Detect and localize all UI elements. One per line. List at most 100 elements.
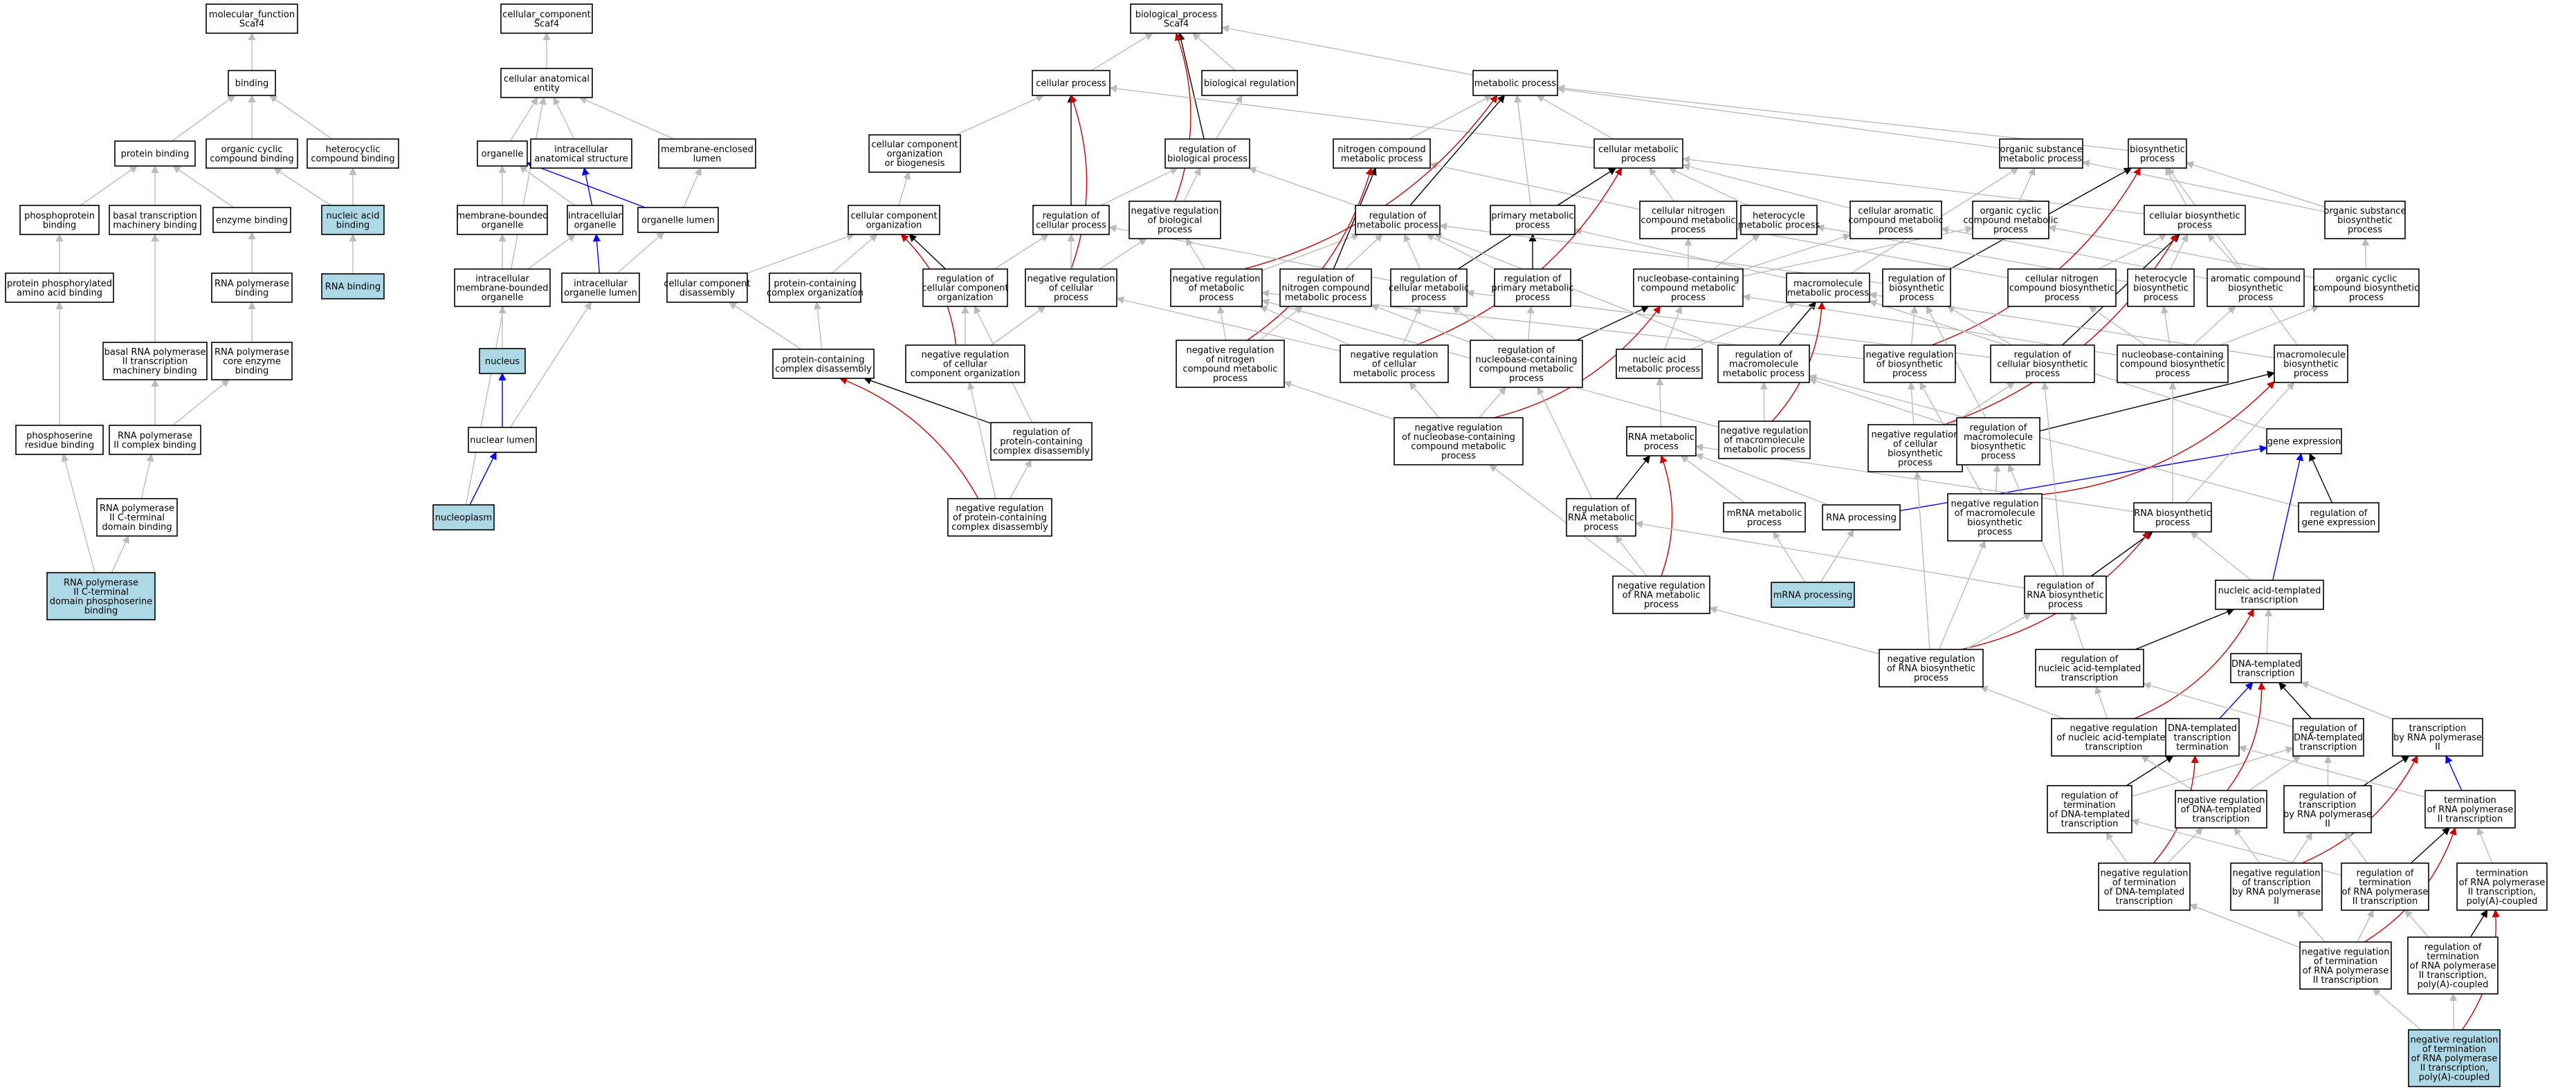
term-box[interactable] xyxy=(530,138,632,169)
term-box[interactable] xyxy=(1494,268,1571,307)
go-term-node[interactable]: metabolic process xyxy=(1472,70,1558,96)
term-box[interactable] xyxy=(567,205,623,235)
go-term-node[interactable]: RNA processing xyxy=(1822,504,1901,530)
go-term-node[interactable]: nucleoplasm xyxy=(432,504,495,530)
term-box[interactable] xyxy=(666,272,748,303)
term-box[interactable] xyxy=(1612,575,1710,614)
term-box[interactable] xyxy=(457,205,548,235)
term-box[interactable] xyxy=(1025,268,1117,307)
term-box[interactable] xyxy=(1863,344,1956,383)
term-box[interactable] xyxy=(2175,790,2267,829)
term-box[interactable] xyxy=(2035,649,2144,687)
go-term-node[interactable]: organelle lumen xyxy=(637,207,719,233)
term-box[interactable] xyxy=(205,3,298,34)
term-box[interactable] xyxy=(2230,653,2302,683)
term-box[interactable] xyxy=(15,425,104,455)
term-box[interactable] xyxy=(454,268,551,307)
term-box[interactable] xyxy=(1490,205,1575,235)
term-box-annotated[interactable] xyxy=(432,504,495,530)
term-box-annotated[interactable] xyxy=(321,205,385,235)
term-box[interactable] xyxy=(1879,649,1984,687)
term-box[interactable] xyxy=(990,422,1093,461)
term-box[interactable] xyxy=(96,498,178,537)
term-box[interactable] xyxy=(2051,718,2177,757)
term-box[interactable] xyxy=(1390,268,1468,307)
term-box[interactable] xyxy=(2024,575,2107,614)
term-box[interactable] xyxy=(1972,201,2049,239)
term-box[interactable] xyxy=(2047,785,2132,833)
term-box[interactable] xyxy=(2215,580,2324,610)
term-box[interactable] xyxy=(1279,268,1372,307)
term-box-annotated[interactable] xyxy=(321,273,385,299)
go-term-node[interactable]: biological regulation xyxy=(1201,70,1298,96)
term-box-annotated[interactable] xyxy=(1771,582,1855,608)
term-box[interactable] xyxy=(102,342,208,380)
term-box[interactable] xyxy=(1333,138,1431,169)
term-box[interactable] xyxy=(1472,70,1558,96)
go-term-node[interactable]: mRNA processing xyxy=(1771,582,1855,608)
term-box[interactable] xyxy=(19,205,100,235)
term-box[interactable] xyxy=(2133,502,2212,533)
term-box[interactable] xyxy=(1626,426,1697,456)
term-box[interactable] xyxy=(905,344,1025,383)
term-box[interactable] xyxy=(848,205,940,235)
term-box[interactable] xyxy=(228,70,276,96)
term-box[interactable] xyxy=(1639,201,1737,239)
term-box[interactable] xyxy=(2298,502,2379,533)
term-box[interactable] xyxy=(1032,205,1110,235)
term-box[interactable] xyxy=(1947,493,2043,542)
term-box[interactable] xyxy=(2098,862,2191,911)
go-term-node[interactable]: organelle xyxy=(477,140,528,167)
term-box[interactable] xyxy=(1867,424,1963,472)
go-term-node[interactable]: gene expression xyxy=(2266,428,2342,454)
term-box[interactable] xyxy=(1355,205,1441,235)
term-box[interactable] xyxy=(114,140,196,167)
